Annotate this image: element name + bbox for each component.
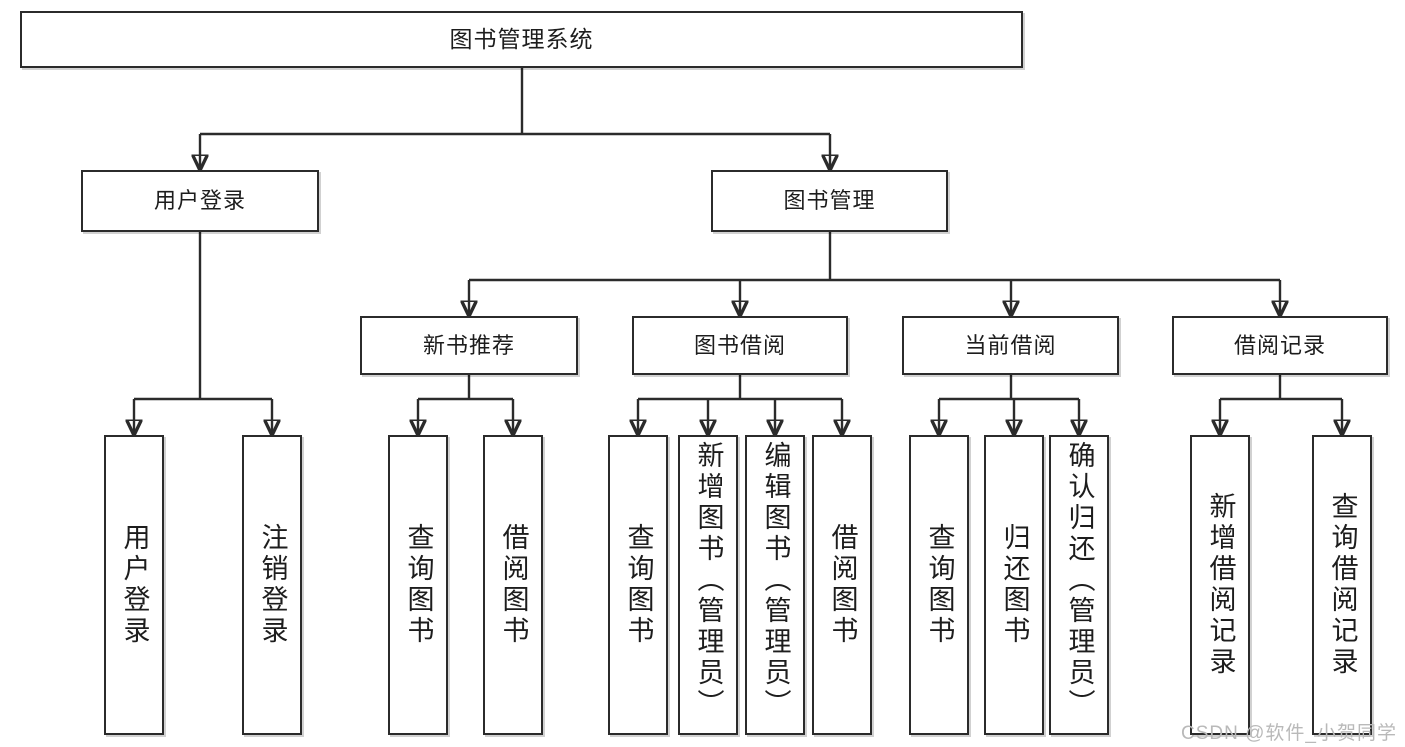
- node-label: 查询图书: [924, 523, 955, 647]
- node-leaf-query-rec[interactable]: 查询借阅记录: [1312, 435, 1372, 735]
- node-leaf-query-1[interactable]: 查询图书: [388, 435, 448, 735]
- node-label: 查询借阅记录: [1327, 492, 1358, 678]
- node-label: 归还图书: [999, 523, 1030, 647]
- node-label: 当前借阅: [964, 332, 1057, 358]
- node-leaf-borrow-1[interactable]: 借阅图书: [483, 435, 543, 735]
- node-label: 新书推荐: [422, 332, 515, 358]
- node-label: 借阅图书: [827, 523, 858, 647]
- node-book-borrow[interactable]: 图书借阅: [632, 316, 848, 375]
- csdn-watermark: CSDN @软件_小贺同学: [1181, 723, 1397, 744]
- node-label: 用户登录: [119, 523, 150, 647]
- node-label: 查询图书: [623, 523, 654, 647]
- node-leaf-confirm[interactable]: 确认归还（管理员）: [1049, 435, 1109, 735]
- node-label: 图书管理: [783, 188, 876, 214]
- node-label: 编辑图书（管理员）: [760, 441, 791, 720]
- node-label: 借阅记录: [1233, 332, 1326, 358]
- node-book-manage[interactable]: 图书管理: [711, 170, 948, 232]
- node-user-login[interactable]: 用户登录: [81, 170, 319, 232]
- node-label: 新增借阅记录: [1205, 492, 1236, 678]
- node-label: 借阅图书: [498, 523, 529, 647]
- node-leaf-query-2[interactable]: 查询图书: [608, 435, 668, 735]
- node-leaf-return[interactable]: 归还图书: [984, 435, 1044, 735]
- node-leaf-logout[interactable]: 注销登录: [242, 435, 302, 735]
- node-current-borrow[interactable]: 当前借阅: [902, 316, 1119, 375]
- node-leaf-user-login[interactable]: 用户登录: [104, 435, 164, 735]
- node-label: 注销登录: [257, 523, 288, 647]
- node-label: 查询图书: [403, 523, 434, 647]
- node-label: 图书借阅: [693, 332, 786, 358]
- node-label: 用户登录: [153, 188, 246, 214]
- node-label: 图书管理系统: [449, 25, 594, 52]
- node-borrow-record[interactable]: 借阅记录: [1172, 316, 1388, 375]
- node-root[interactable]: 图书管理系统: [20, 11, 1023, 68]
- node-leaf-edit-book[interactable]: 编辑图书（管理员）: [745, 435, 805, 735]
- node-label: 新增图书（管理员）: [693, 441, 724, 720]
- node-leaf-add-rec[interactable]: 新增借阅记录: [1190, 435, 1250, 735]
- node-leaf-add-book[interactable]: 新增图书（管理员）: [678, 435, 738, 735]
- node-label: 确认归还（管理员）: [1064, 441, 1095, 720]
- node-leaf-query-3[interactable]: 查询图书: [909, 435, 969, 735]
- node-leaf-borrow-2[interactable]: 借阅图书: [812, 435, 872, 735]
- node-new-book-rec[interactable]: 新书推荐: [360, 316, 578, 375]
